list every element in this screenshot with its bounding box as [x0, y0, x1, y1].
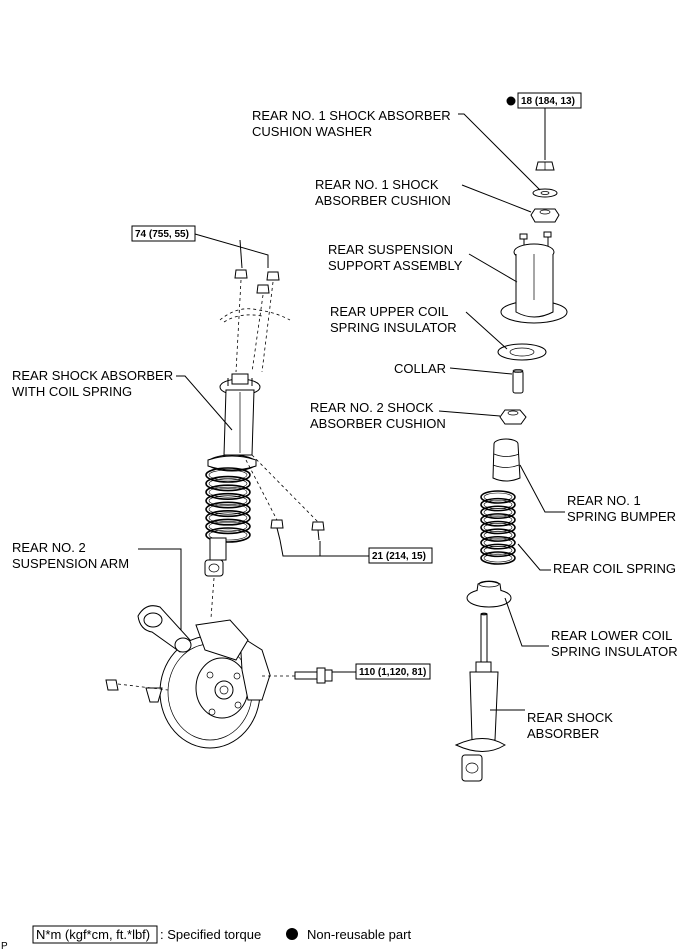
- legend-torque-box: [32, 925, 158, 944]
- top-nut: [535, 161, 555, 171]
- corner-mark: P: [1, 941, 8, 952]
- knuckle-bolt: [262, 667, 333, 684]
- torque-box-74: [131, 225, 196, 242]
- label-lower-insulator-2: SPRING INSULATOR: [551, 644, 678, 659]
- torque-74-text: 74 (755, 55): [135, 229, 189, 240]
- label-upper-insulator-1: REAR UPPER COIL: [330, 304, 448, 319]
- arm-nut: [105, 679, 119, 691]
- label-no2-cushion-2: ABSORBER CUSHION: [310, 416, 446, 431]
- torque-110-text: 110 (1,120, 81): [359, 667, 426, 678]
- label-support-1: REAR SUSPENSION: [328, 242, 453, 257]
- label-bumper-2: SPRING BUMPER: [567, 509, 676, 524]
- label-cushion-washer-2: CUSHION WASHER: [252, 124, 372, 139]
- label-shock-with-coil-1: REAR SHOCK ABSORBER: [12, 368, 173, 383]
- no1-shock-absorber-cushion: [530, 208, 560, 223]
- label-shock-absorber-2: ABSORBER: [527, 726, 599, 741]
- shock-absorber-lower-body: [204, 537, 227, 577]
- label-cushion-washer-1: REAR NO. 1 SHOCK ABSORBER: [252, 108, 451, 123]
- mounting-nuts: [234, 269, 280, 294]
- legend-torque-desc: : Specified torque: [160, 927, 261, 942]
- legend-non-reusable-dot-icon: [286, 928, 298, 940]
- torque-box-18: [517, 92, 582, 109]
- label-upper-insulator-2: SPRING INSULATOR: [330, 320, 457, 335]
- torque-21-text: 21 (214, 15): [372, 551, 426, 562]
- rear-coil-spring: [480, 490, 516, 565]
- torque-box-110: [355, 663, 431, 680]
- brake-disc-and-knuckle: [159, 619, 271, 749]
- label-arm-1: REAR NO. 2: [12, 540, 86, 555]
- legend-torque-units: N*m (kgf*cm, ft.*lbf): [36, 927, 150, 942]
- coil-spring-assembled: [205, 467, 251, 543]
- label-no1-cushion-2: ABSORBER CUSHION: [315, 193, 451, 208]
- non-reusable-dot-icon: [506, 96, 516, 106]
- label-shock-absorber-1: REAR SHOCK: [527, 710, 613, 725]
- torque-box-21: [368, 547, 433, 564]
- torque-18-text: 18 (184, 13): [521, 96, 575, 107]
- suspension-support-assembly: [500, 231, 568, 324]
- label-arm-2: SUSPENSION ARM: [12, 556, 129, 571]
- upper-coil-spring-insulator: [497, 343, 547, 361]
- label-shock-with-coil-2: WITH COIL SPRING: [12, 384, 132, 399]
- label-no1-cushion-1: REAR NO. 1 SHOCK: [315, 177, 439, 192]
- no1-spring-bumper: [492, 438, 521, 482]
- legend-non-reusable-desc: Non-reusable part: [307, 927, 411, 942]
- label-support-2: SUPPORT ASSEMBLY: [328, 258, 463, 273]
- label-coil-spring: REAR COIL SPRING: [553, 561, 676, 576]
- label-collar: COLLAR: [394, 361, 446, 376]
- shock-absorber-with-coil-spring: [207, 373, 261, 472]
- lower-coil-spring-insulator: [466, 580, 512, 608]
- suspension-arm: [117, 605, 192, 703]
- collar: [512, 369, 524, 394]
- upper-bolts: [270, 519, 325, 541]
- label-lower-insulator-1: REAR LOWER COIL: [551, 628, 672, 643]
- label-bumper-1: REAR NO. 1: [567, 493, 641, 508]
- label-no2-cushion-1: REAR NO. 2 SHOCK: [310, 400, 434, 415]
- rear-shock-absorber: [454, 612, 506, 782]
- no2-shock-absorber-cushion: [499, 409, 527, 425]
- cushion-washer: [532, 188, 558, 198]
